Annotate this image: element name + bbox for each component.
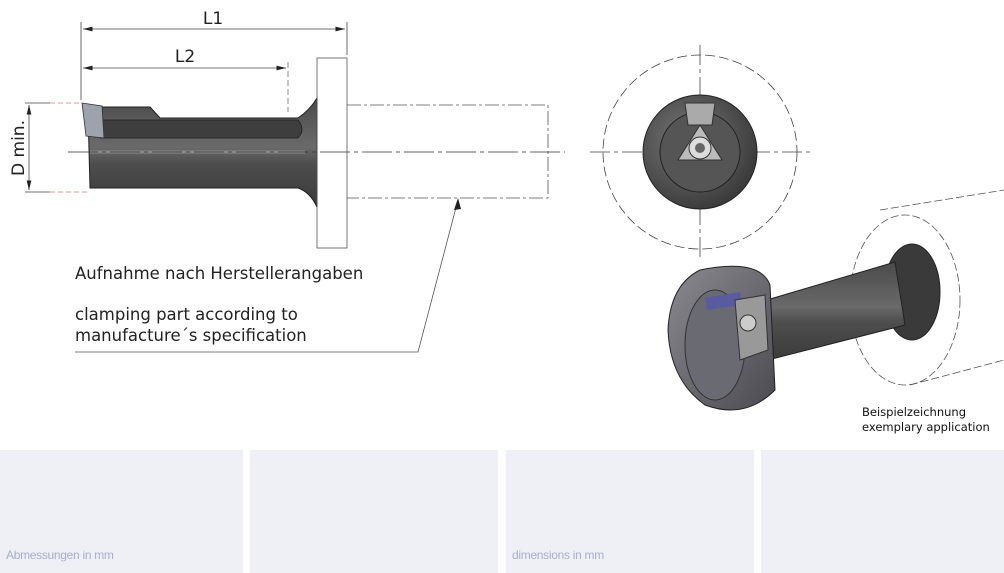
d-min-label: D min.: [9, 120, 29, 176]
l2-label: L2: [175, 47, 195, 67]
dimension-d-min: D min.: [9, 102, 88, 193]
front-view: [590, 45, 810, 258]
example-caption: Beispielzeichnung exemplary application: [862, 405, 990, 435]
info-panel-2: [250, 450, 498, 573]
note-english-line2: manufacture´s specification: [75, 326, 307, 345]
info-panel-4: [761, 450, 1004, 573]
l1-label: L1: [203, 9, 223, 29]
technical-drawing: L1 L2 D min.: [9, 9, 1004, 411]
cutting-insert: [81, 102, 105, 139]
dimensions-label-english: dimensions in mm: [512, 548, 604, 562]
info-panel-3: dimensions in mm: [506, 450, 754, 573]
boring-bar-side-view: [68, 57, 565, 249]
dimensions-label-german: Abmessungen in mm: [6, 548, 114, 562]
note-english-line1: clamping part according to: [75, 305, 298, 324]
info-panel-1: Abmessungen in mm: [0, 450, 243, 573]
dimension-l1: L1: [80, 9, 348, 100]
leader-line: [75, 199, 459, 353]
note-german: Aufnahme nach Herstellerangaben: [75, 264, 364, 283]
caption-english: exemplary application: [862, 420, 990, 434]
caption-german: Beispielzeichnung: [862, 405, 966, 419]
exemplary-application-3d: [667, 189, 1004, 411]
dimension-l2: L2: [83, 47, 289, 112]
